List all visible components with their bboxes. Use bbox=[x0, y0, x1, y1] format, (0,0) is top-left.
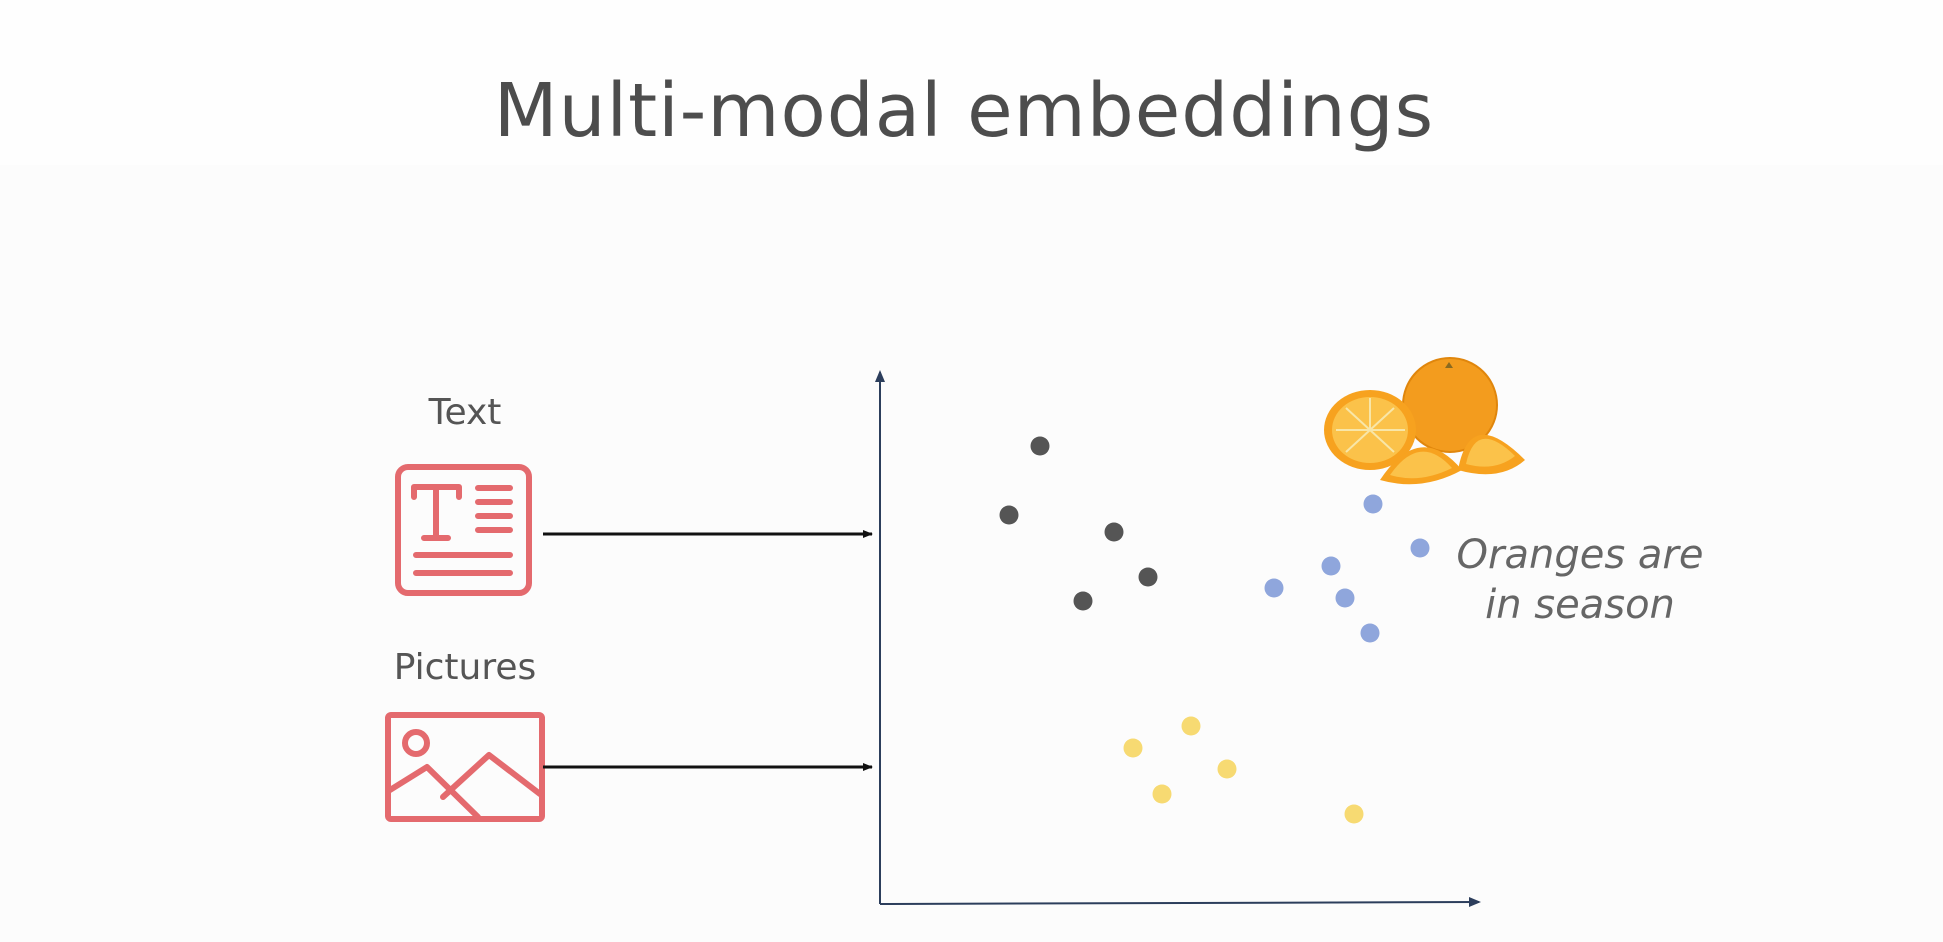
image-icon bbox=[385, 712, 545, 822]
embedding-point-dark-2 bbox=[999, 505, 1019, 525]
pictures-label: Pictures bbox=[393, 647, 537, 688]
text-label: Text bbox=[428, 392, 502, 433]
embedding-point-blue-6 bbox=[1360, 623, 1380, 643]
embedding-point-dark-3 bbox=[1104, 522, 1124, 542]
embedding-point-blue-2 bbox=[1410, 538, 1430, 558]
embedding-point-blue-1 bbox=[1363, 494, 1383, 514]
caption-line-1: Oranges are bbox=[1456, 532, 1704, 578]
embedding-point-yellow-2 bbox=[1123, 738, 1143, 758]
x-axis bbox=[879, 897, 1481, 908]
embedding-points bbox=[999, 436, 1430, 824]
embedding-point-dark-4 bbox=[1138, 567, 1158, 587]
embedding-point-dark-1 bbox=[1030, 436, 1050, 456]
title-band bbox=[0, 0, 1943, 165]
embedding-point-yellow-5 bbox=[1344, 804, 1364, 824]
oranges-illustration bbox=[1324, 357, 1525, 485]
caption-line-2: in season bbox=[1485, 582, 1675, 628]
embedding-point-yellow-3 bbox=[1217, 759, 1237, 779]
oranges-caption: Oranges are in season bbox=[1410, 530, 1750, 630]
embedding-point-blue-3 bbox=[1321, 556, 1341, 576]
text-document-icon bbox=[395, 464, 532, 596]
embedding-point-dark-5 bbox=[1073, 591, 1093, 611]
embedding-point-blue-5 bbox=[1335, 588, 1355, 608]
slide-title: Multi-modal embeddings bbox=[493, 68, 1435, 154]
embedding-point-yellow-1 bbox=[1181, 716, 1201, 736]
embedding-point-blue-4 bbox=[1264, 578, 1284, 598]
embedding-point-yellow-4 bbox=[1152, 784, 1172, 804]
